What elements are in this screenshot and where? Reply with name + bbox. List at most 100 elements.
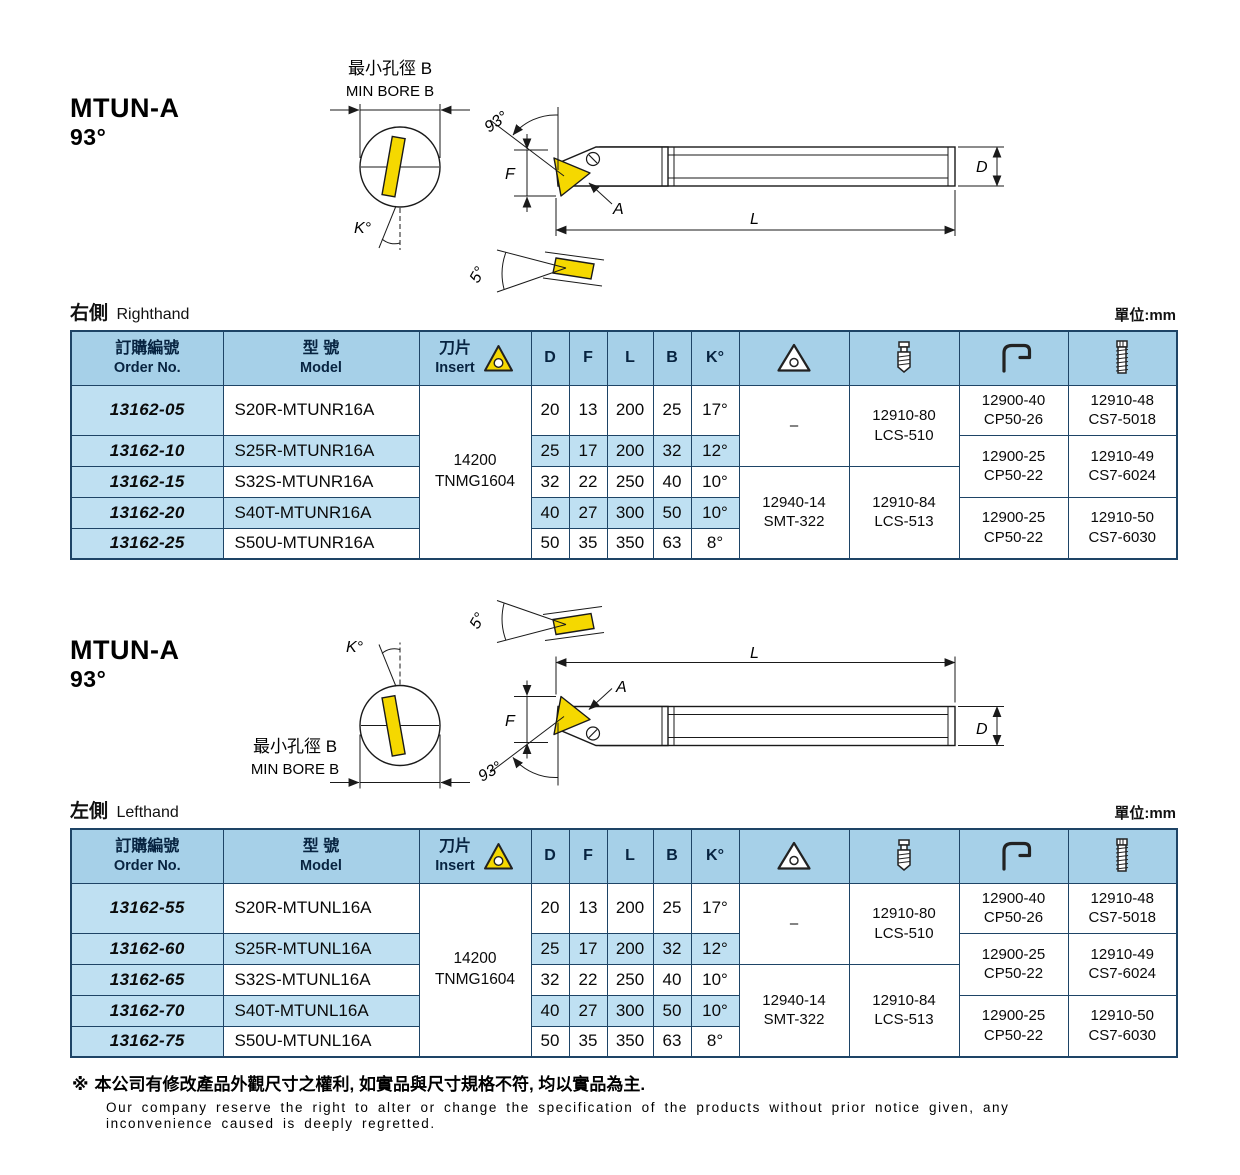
header-dim-F: F [568, 828, 608, 884]
header-dim-B: B [652, 330, 692, 386]
insert-triangle-icon [775, 344, 813, 372]
clamp-screw-icon [891, 341, 917, 374]
dim-cell: 20 [530, 882, 570, 934]
dim-cell: 25 [652, 882, 692, 934]
series-title: MTUN-A [70, 635, 180, 665]
header-dim-L: L [606, 330, 654, 386]
dim-cell: 10° [690, 963, 740, 996]
dim-cell: 32 [530, 465, 570, 498]
header-accessory [1067, 330, 1178, 386]
dim-cell: 12° [690, 932, 740, 965]
model-cell: S50U-MTUNR16A [222, 527, 420, 560]
hand-label: 右側 Righthand [70, 298, 189, 325]
dim-cell: 32 [530, 963, 570, 996]
header-accessory [958, 828, 1069, 884]
dim-cell: 8° [690, 1025, 740, 1058]
dim-d-label: D [976, 721, 988, 738]
model-cell: S25R-MTUNL16A [222, 932, 420, 965]
series-title-block: MTUN-A 93° [70, 92, 179, 152]
dim-cell: 50 [652, 994, 692, 1027]
angle-93-label: 93° [482, 108, 512, 136]
dim-cell: 25 [530, 932, 570, 965]
hand-label-zh: 左側 [70, 801, 109, 822]
header-accessory [958, 330, 1069, 386]
dim-cell: 22 [568, 465, 608, 498]
order-no-cell: 13162-55 [70, 882, 224, 934]
order-no-cell: 13162-60 [70, 932, 224, 965]
unit-label: 單位:mm [1114, 307, 1176, 324]
footer-line-zh: ※本公司有修改產品外觀尺寸之權利, 如實品與尺寸規格不符, 均以實品為主. [72, 1070, 1176, 1095]
dim-cell: 13 [568, 882, 608, 934]
header-accessory [848, 828, 960, 884]
reference-mark: ※ [72, 1075, 89, 1094]
clamp-hook-icon [993, 344, 1035, 373]
dim-cell: 35 [568, 527, 608, 560]
model-cell: S20R-MTUNL16A [222, 882, 420, 934]
dim-cell: 27 [568, 496, 608, 529]
series-title: MTUN-A [70, 93, 180, 123]
model-cell: S32S-MTUNL16A [222, 963, 420, 996]
model-cell: S25R-MTUNR16A [222, 434, 420, 467]
dim-cell: 350 [606, 527, 654, 560]
dim-cell: 25 [530, 434, 570, 467]
dim-l-label: L [750, 211, 759, 228]
angle-93-label: 93° [476, 758, 506, 785]
order-no-cell: 13162-10 [70, 434, 224, 467]
model-cell: S32S-MTUNR16A [222, 465, 420, 498]
fix-screw-icon [1110, 340, 1134, 374]
footer-note: ※本公司有修改產品外觀尺寸之權利, 如實品與尺寸規格不符, 均以實品為主. Ou… [72, 1070, 1176, 1131]
dim-k-label: K° [354, 220, 372, 237]
header-dim-B: B [652, 828, 692, 884]
min-bore-label-en: MIN BORE B [346, 83, 434, 100]
dim-cell: 17 [568, 434, 608, 467]
order-no-cell: 13162-05 [70, 384, 224, 436]
header-dim-L: L [606, 828, 654, 884]
order-no-cell: 13162-15 [70, 465, 224, 498]
series-angle: 93° [70, 124, 107, 151]
dim-cell: 50 [652, 496, 692, 529]
header-dim-D: D [530, 828, 570, 884]
model-cell: S40T-MTUNL16A [222, 994, 420, 1027]
header-accessory [1067, 828, 1178, 884]
dim-cell: 10° [690, 496, 740, 529]
dim-cell: 10° [690, 465, 740, 498]
insert-triangle-icon [775, 842, 813, 870]
fix-screw-icon [1110, 838, 1134, 872]
header-accessory [848, 330, 960, 386]
dim-cell: 12° [690, 434, 740, 467]
dim-cell: 63 [652, 527, 692, 560]
clamp-hook-icon [993, 842, 1035, 871]
header-dim-D: D [530, 330, 570, 386]
dim-cell: 17° [690, 384, 740, 436]
min-bore-label-en: MIN BORE B [251, 761, 339, 778]
order-no-cell: 13162-25 [70, 527, 224, 560]
header-dim-F: F [568, 330, 608, 386]
dim-cell: 200 [606, 384, 654, 436]
dim-d-label: D [976, 159, 988, 176]
dim-cell: 50 [530, 1025, 570, 1058]
header-accessory [738, 828, 850, 884]
dim-cell: 32 [652, 932, 692, 965]
